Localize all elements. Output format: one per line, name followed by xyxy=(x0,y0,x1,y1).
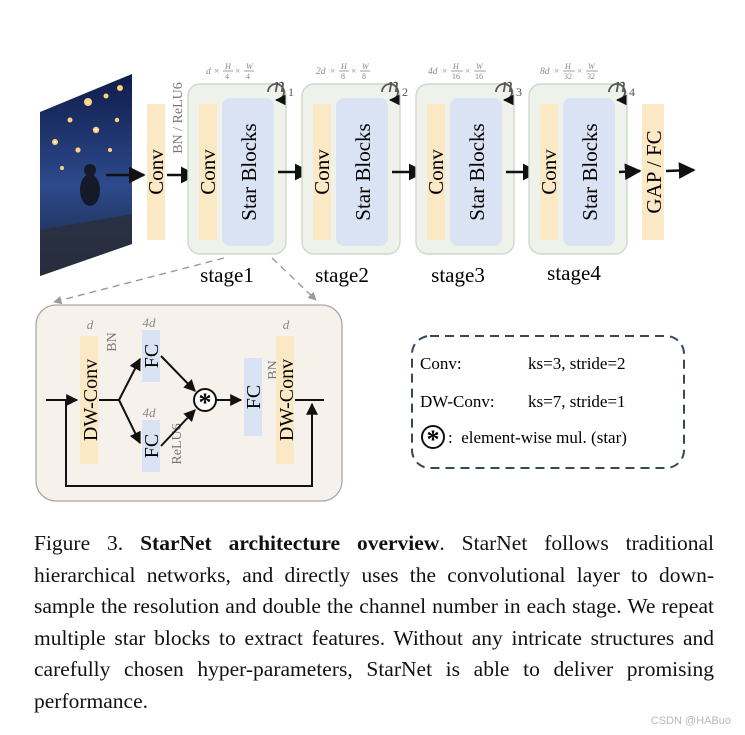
stage-1-repeat-icon xyxy=(267,83,286,106)
stage-4: Conv Star Blocks stage4 8d × H 32 × W 32… xyxy=(528,62,635,285)
zoom-line-left xyxy=(53,257,225,305)
stage-1-dim-w: W xyxy=(246,62,254,71)
stage-1: Conv Star Blocks stage1 d × H 4 × W 4 n … xyxy=(187,62,294,287)
legend-conv-name: Conv: xyxy=(420,354,462,373)
stem-conv: Conv BN / ReLU6 xyxy=(144,82,186,240)
star-op-symbol: * xyxy=(199,388,212,417)
dw2-label: DW-Conv xyxy=(276,359,298,441)
legend-conv-value: ks=3, stride=2 xyxy=(528,354,626,373)
stage-1-name: stage1 xyxy=(200,263,254,287)
stage-4-repeat-sub: 4 xyxy=(629,85,635,99)
stage-1-repeat-sub: 1 xyxy=(288,85,294,99)
stage-1-repeat-count: n xyxy=(274,72,285,97)
stage-2-dim-w: W xyxy=(362,62,370,71)
svg-text:×: × xyxy=(577,67,582,77)
stem-conv-label: Conv xyxy=(144,149,168,195)
stage-4-blocks-label: Star Blocks xyxy=(578,123,602,220)
stage-3-repeat-count: n xyxy=(502,72,513,97)
stage-4-dim-hd: 32 xyxy=(564,72,572,81)
stage-2-dim-c: 2d xyxy=(316,67,326,77)
stage-2-repeat-count: n xyxy=(388,72,399,97)
zoom-line-right xyxy=(271,257,317,301)
architecture-diagram: Conv BN / ReLU6 Conv Star Blocks stage1 … xyxy=(35,62,696,502)
stage-4-repeat-count: n xyxy=(615,72,626,97)
svg-text:×: × xyxy=(235,67,240,77)
stage-3-dim-wd: 16 xyxy=(475,72,483,81)
stage-2-repeat-icon xyxy=(381,83,400,106)
stage-1-dim-c: d xyxy=(206,67,211,77)
stage-3: Conv Star Blocks stage3 4d × H 16 × W 16… xyxy=(415,62,522,287)
stage-3-repeat-sub: 3 xyxy=(516,85,522,99)
legend-star-icon xyxy=(421,425,445,449)
dw2-dim: d xyxy=(283,317,290,332)
fc-top-dim: 4d xyxy=(143,315,157,330)
stage-1-conv-label: Conv xyxy=(196,149,220,195)
stage-3-blocks-label: Star Blocks xyxy=(465,123,489,220)
stage-2: Conv Star Blocks stage2 2d × H 8 × W 8 n… xyxy=(301,62,408,287)
head-gap-fc: GAP / FC xyxy=(642,104,666,240)
caption-title: StarNet architecture overview xyxy=(140,531,440,555)
stage-4-conv-label: Conv xyxy=(537,149,561,195)
stage-4-dim-wd: 32 xyxy=(587,72,595,81)
stage-4-dim-w: W xyxy=(588,62,596,71)
caption-body: . StarNet follows traditional hierarchic… xyxy=(34,531,714,713)
star-block-detail: DW-Conv d BN FC 4d FC 4d ReLU6 * FC BN D… xyxy=(35,304,343,502)
stage-1-dim-hd: 4 xyxy=(225,72,229,81)
stage-4-name: stage4 xyxy=(547,261,601,285)
svg-text:×: × xyxy=(214,67,219,77)
watermark: CSDN @HABuo xyxy=(650,715,731,727)
stage-1-dim-wd: 4 xyxy=(246,72,250,81)
stage-2-dim-wd: 8 xyxy=(362,72,366,81)
stage-4-repeat-icon xyxy=(608,83,627,106)
stage-2-dim-hd: 8 xyxy=(341,72,345,81)
stage-2-conv-label: Conv xyxy=(310,149,334,195)
stage-3-dim-hd: 16 xyxy=(452,72,460,81)
dw1-label: DW-Conv xyxy=(80,359,102,441)
dw1-bn: BN xyxy=(105,332,120,351)
stage-3-dim-h: H xyxy=(452,62,460,71)
fc-bottom-dim: 4d xyxy=(143,405,157,420)
stage-1-blocks-label: Star Blocks xyxy=(237,123,261,220)
stage-4-dim-h: H xyxy=(564,62,572,71)
stage-4-dim-c: 8d xyxy=(540,67,550,77)
stage-2-repeat-sub: 2 xyxy=(402,85,408,99)
stem-bn-label: BN / ReLU6 xyxy=(171,82,186,154)
stage-3-repeat-icon xyxy=(495,83,514,106)
fc-bottom-label: FC xyxy=(141,434,163,458)
stage-2-name: stage2 xyxy=(315,263,369,287)
svg-text:×: × xyxy=(442,67,447,77)
stage-3-dim-c: 4d xyxy=(428,67,438,77)
stage-3-name: stage3 xyxy=(431,263,485,287)
stage-3-dim-w: W xyxy=(476,62,484,71)
fc-top-label: FC xyxy=(141,344,163,368)
legend-star-symbol: * xyxy=(427,425,440,454)
stage-3-conv-label: Conv xyxy=(424,149,448,195)
svg-text:×: × xyxy=(465,67,470,77)
stage-2-dim-h: H xyxy=(340,62,348,71)
caption-label: Figure 3. xyxy=(34,531,124,555)
stage4-to-head-arrow xyxy=(618,163,642,181)
stage-1-dim-h: H xyxy=(224,62,232,71)
output-arrow xyxy=(665,162,696,179)
fc-out-label: FC xyxy=(243,385,265,409)
input-image xyxy=(40,74,132,276)
legend-dw-name: DW-Conv: xyxy=(420,392,495,411)
legend-dw-value: ks=7, stride=1 xyxy=(528,392,626,411)
svg-text:×: × xyxy=(330,67,335,77)
dw1-dim: d xyxy=(87,317,94,332)
head-label: GAP / FC xyxy=(642,130,666,213)
svg-text:×: × xyxy=(554,67,559,77)
stage-2-blocks-label: Star Blocks xyxy=(351,123,375,220)
figure-caption: Figure 3. StarNet architecture overview.… xyxy=(34,528,714,717)
legend-star-desc: : element-wise mul. (star) xyxy=(448,428,627,447)
svg-text:×: × xyxy=(351,67,356,77)
legend-box: Conv: ks=3, stride=2 DW-Conv: ks=7, stri… xyxy=(411,335,685,469)
